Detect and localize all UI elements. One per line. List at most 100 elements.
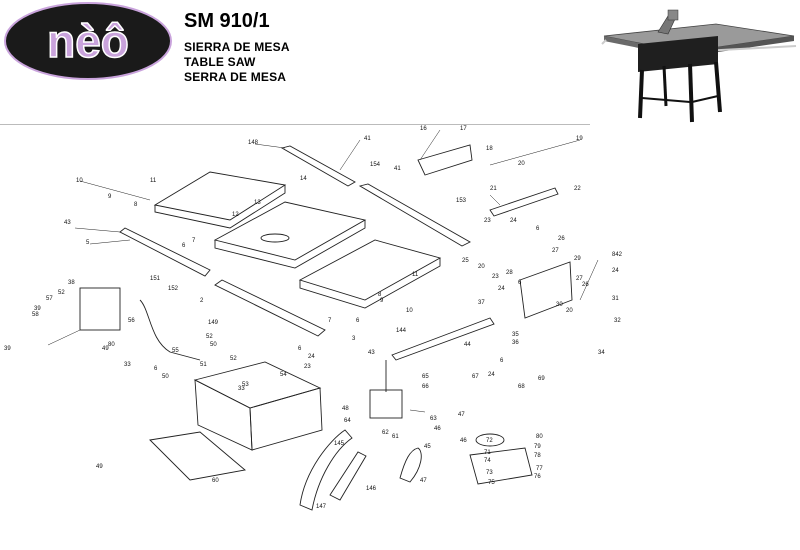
part-number-label: 8 [378,292,382,298]
part-number-label: 17 [460,126,467,132]
part-number-label: 24 [510,218,517,224]
part-number-label: 72 [486,438,493,444]
part-number-label: 152 [168,286,179,292]
part-number-label: 48 [342,406,349,412]
part-number-label: 14 [300,176,307,182]
part-number-label: 6 [536,226,540,232]
part-number-label: 9 [380,298,384,304]
part-number-label: 21 [490,186,497,192]
divider-line [0,124,590,125]
part-number-label: 58 [32,312,39,318]
part-number-label: 10 [406,308,413,314]
part-number-label: 145 [334,441,345,447]
part-number-label: 6 [182,243,186,249]
part-number-label: 61 [392,434,399,440]
part-number-label: 2 [200,298,204,304]
part-number-label: 45 [424,444,431,450]
part-number-label: 7 [328,318,332,324]
part-number-label: 73 [486,470,493,476]
part-number-label: 75 [488,480,495,486]
part-number-label: 47 [420,478,427,484]
title-block: SM 910/1 SIERRA DE MESA TABLE SAW SERRA … [184,10,290,85]
part-number-label: 51 [200,362,207,368]
part-number-label: 19 [576,136,583,142]
part-number-label: 77 [536,466,543,472]
part-number-label: 149 [208,320,219,326]
part-number-label: 28 [506,270,513,276]
part-number-label: 22 [574,186,581,192]
part-number-label: 33 [238,386,245,392]
part-number-label: 154 [370,162,381,168]
part-number-label: 842 [612,252,623,258]
part-number-label: 68 [518,384,525,390]
leader-lines [47,129,599,413]
part-number-label: 65 [422,374,429,380]
part-number-label: 44 [464,342,471,348]
table-saw-photo [601,9,797,123]
part-number-label: 55 [172,348,179,354]
part-number-label: 46 [460,438,467,444]
part-number-label: 76 [534,474,541,480]
part-number-label: 80 [536,434,543,440]
part-number-label: 6 [298,346,302,352]
part-number-label: 35 [512,332,519,338]
part-number-label: 52 [58,290,65,296]
part-number-label: 144 [396,328,407,334]
part-number-label: 24 [498,286,505,292]
subtitle-pt: SERRA DE MESA [184,70,287,84]
part-number-label: 39 [4,346,11,352]
part-number-label: 62 [382,430,389,436]
neo-logo: nèô [4,2,172,80]
part-number-label: 153 [456,198,467,204]
part-number-label: 3 [352,336,356,342]
part-number-label: 26 [582,282,589,288]
diagram-parts [79,144,573,511]
part-number-label: 69 [538,376,545,382]
part-number-label: 34 [598,350,605,356]
part-number-label: 12 [232,212,239,218]
part-number-label: 23 [492,274,499,280]
part-number-label: 52 [230,356,237,362]
part-number-label: 7 [192,238,196,244]
part-number-label: 49 [102,346,109,352]
part-number-label: 147 [316,504,327,510]
model-number: SM 910/1 [184,10,270,32]
part-number-label: 79 [534,444,541,450]
part-number-label: 20 [566,308,573,314]
part-number-label: 43 [368,350,375,356]
part-number-label: 27 [576,276,583,282]
part-number-label: 151 [150,276,161,282]
part-number-label: 5 [86,240,90,246]
part-number-label: 6 [518,280,522,286]
part-number-label: 6 [500,358,504,364]
part-number-label: 50 [210,342,217,348]
part-number-label: 8 [134,202,138,208]
part-number-label: 41 [364,136,371,142]
part-number-label: 49 [96,464,103,470]
part-number-label: 11 [412,272,419,278]
part-number-label: 32 [614,318,621,324]
part-number-label: 43 [64,220,71,226]
part-number-label: 148 [248,140,259,146]
part-number-label: 67 [472,374,479,380]
part-number-label: 24 [488,372,495,378]
part-number-label: 37 [478,300,485,306]
subtitle-en: TABLE SAW [184,55,256,69]
logo-text: nèô [47,15,129,67]
part-number-label: 24 [612,268,619,274]
part-number-label: 146 [366,486,377,492]
part-number-label: 47 [458,412,465,418]
part-number-label: 56 [128,318,135,324]
part-number-label: 57 [46,296,53,302]
part-number-label: 6 [154,366,158,372]
part-number-label: 27 [552,248,559,254]
part-number-label: 29 [574,256,581,262]
part-number-label: 24 [308,354,315,360]
part-number-label: 46 [434,426,441,432]
part-number-label: 20 [518,161,525,167]
part-number-label: 36 [512,340,519,346]
part-number-label: 9 [108,194,112,200]
part-number-label: 60 [212,478,219,484]
